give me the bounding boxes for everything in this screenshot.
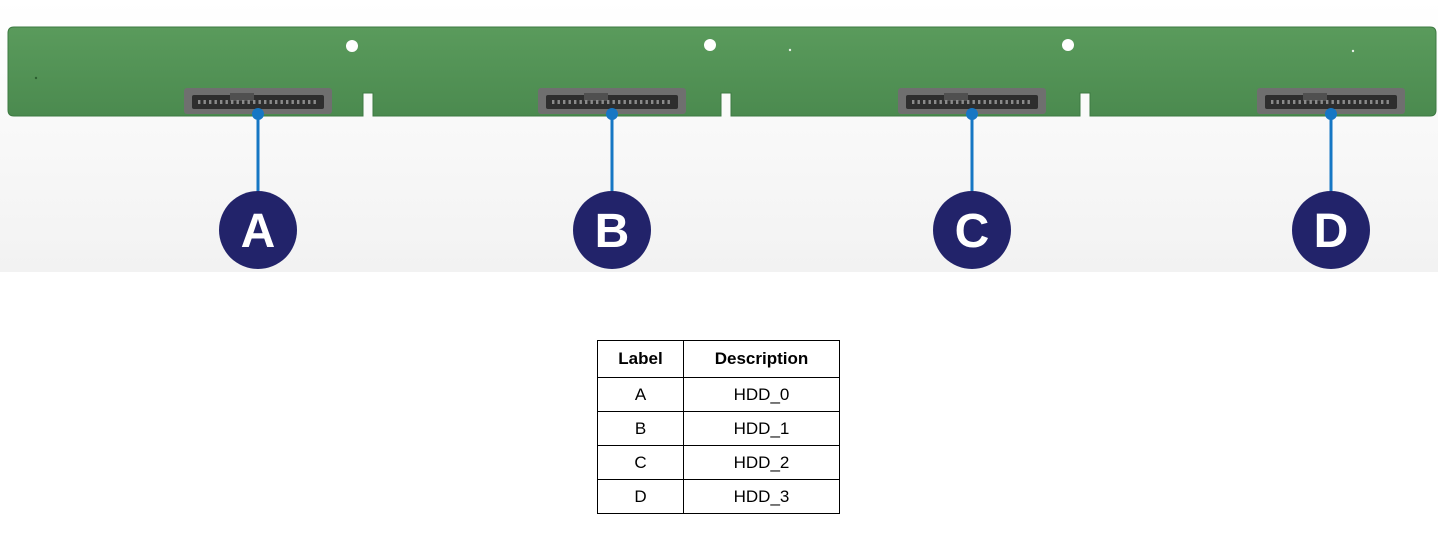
board-fiducial <box>1351 49 1355 53</box>
callout-letter: D <box>1314 205 1349 258</box>
row-label: A <box>597 377 684 412</box>
row-description: HDD_1 <box>683 411 840 446</box>
leader-dot <box>1325 108 1337 120</box>
backplane-diagram: A B C D <box>0 0 1438 272</box>
row-description: HDD_2 <box>683 445 840 480</box>
row-label: D <box>597 479 684 514</box>
connector-legend-table: Label Description A HDD_0 B HDD_1 C HDD_… <box>597 340 840 514</box>
mounting-hole <box>704 39 716 51</box>
table-row: C HDD_2 <box>597 445 840 480</box>
hdd-connector <box>898 88 1046 114</box>
mounting-hole <box>1062 39 1074 51</box>
callout-badge <box>573 191 651 269</box>
callout-badge <box>219 191 297 269</box>
callout-letter: B <box>595 205 630 258</box>
hdd-connector <box>538 88 686 114</box>
row-description: HDD_0 <box>683 377 840 412</box>
row-label: C <box>597 445 684 480</box>
board-fiducial <box>788 48 792 52</box>
table-header-row: Label Description <box>597 340 840 378</box>
row-description: HDD_3 <box>683 479 840 514</box>
board-fiducial <box>34 76 38 80</box>
callout-badge <box>933 191 1011 269</box>
mounting-hole <box>346 40 358 52</box>
callout-badge <box>1292 191 1370 269</box>
hdd-connector <box>184 88 332 114</box>
header-description: Description <box>683 340 840 378</box>
table-row: D HDD_3 <box>597 479 840 514</box>
backplane-board <box>7 26 1437 117</box>
row-label: B <box>597 411 684 446</box>
leader-dot <box>966 108 978 120</box>
callout-letter: A <box>241 205 276 258</box>
hdd-connector <box>1257 88 1405 114</box>
leader-dot <box>252 108 264 120</box>
table-row: A HDD_0 <box>597 377 840 412</box>
callout-letter: C <box>955 205 990 258</box>
table-row: B HDD_1 <box>597 411 840 446</box>
leader-dot <box>606 108 618 120</box>
header-label: Label <box>597 340 684 378</box>
